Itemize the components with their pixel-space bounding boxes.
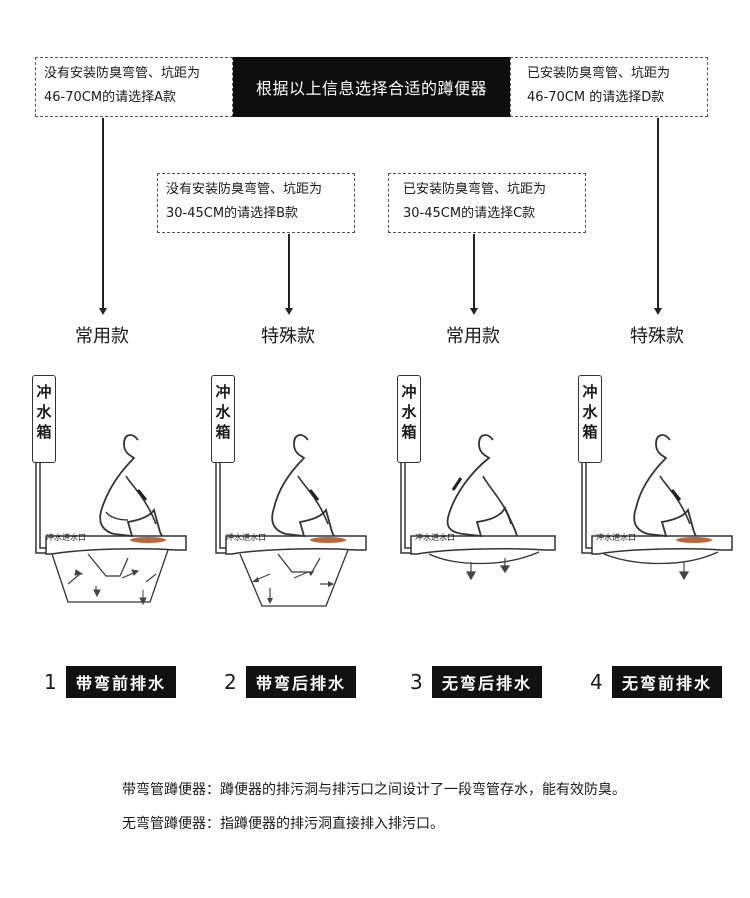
option-b-line1: 没有安装防臭弯管、坑距为 (166, 182, 323, 197)
arrow-d-head (654, 308, 662, 315)
option-d-line2: 46-70CM 的请选择D款 (527, 90, 665, 105)
model-2-number: 2 (224, 670, 237, 694)
note-curved-pipe: 带弯管蹲便器：蹲便器的排污洞与排污口之间设计了一段弯管存水，能有效防臭。 (122, 782, 626, 798)
option-box-a: 没有安装防臭弯管、坑距为 46-70CM的请选择A款 (35, 57, 233, 117)
note-straight-pipe: 无弯管蹲便器：指蹲便器的排污洞直接排入排污口。 (122, 816, 444, 832)
arrow-d-line (657, 118, 659, 308)
model-1-number: 1 (44, 670, 57, 694)
model-3-label: 无弯后排水 (432, 666, 543, 698)
cistern-3: 冲 水 箱 (397, 375, 421, 463)
cistern-4-char3: 箱 (582, 423, 598, 441)
model-2: 2 带弯后排水 (224, 666, 357, 698)
cistern-4-char2: 水 (582, 403, 598, 421)
category-label-2: 特殊款 (261, 326, 315, 347)
option-c-line2: 30-45CM的请选择C款 (403, 206, 536, 221)
toilet-illustration-3 (400, 434, 556, 581)
category-label-1: 常用款 (75, 326, 129, 347)
option-c-line1: 已安装防臭弯管、坑距为 (403, 182, 547, 197)
cistern-1-char3: 箱 (36, 423, 52, 441)
model-4-label: 无弯前排水 (612, 666, 723, 698)
cistern-3-char1: 冲 (401, 383, 417, 401)
arrow-c-line (473, 234, 475, 308)
toilet-diagram-1 (28, 370, 203, 615)
cistern-2-char1: 冲 (215, 383, 231, 401)
option-b-line2: 30-45CM的请选择B款 (166, 206, 298, 221)
model-1-label: 带弯前排水 (66, 666, 177, 698)
cistern-4-char1: 冲 (582, 383, 598, 401)
cistern-2-char2: 水 (215, 403, 231, 421)
option-d-line1: 已安装防臭弯管、坑距为 (527, 66, 671, 81)
arrow-b-line (288, 234, 290, 308)
toilet-illustration-2 (215, 434, 367, 607)
category-label-3: 常用款 (446, 326, 500, 347)
model-3-number: 3 (410, 670, 423, 694)
model-2-label: 带弯后排水 (246, 666, 357, 698)
arrow-a-line (102, 118, 104, 308)
toilet-illustration-1 (35, 434, 187, 606)
cistern-2: 冲 水 箱 (211, 375, 235, 463)
cistern-2-char3: 箱 (215, 423, 231, 441)
toilet-diagram-4 (574, 370, 749, 615)
inlet-label-1: 冲水进水口 (46, 533, 86, 542)
model-1: 1 带弯前排水 (44, 666, 177, 698)
option-box-d: 已安装防臭弯管、坑距为 46-70CM 的请选择D款 (510, 57, 708, 117)
cistern-1: 冲 水 箱 (32, 375, 56, 463)
option-a-line1: 没有安装防臭弯管、坑距为 (44, 66, 201, 81)
model-4-number: 4 (590, 670, 603, 694)
toilet-diagram-2 (208, 370, 383, 615)
page-title: 根据以上信息选择合适的蹲便器 (233, 57, 510, 117)
cistern-1-char1: 冲 (36, 383, 52, 401)
arrow-c-head (470, 308, 478, 315)
arrow-a-head (99, 308, 107, 315)
toilet-diagram-3 (393, 370, 568, 615)
cistern-4: 冲 水 箱 (578, 375, 602, 463)
cistern-1-char2: 水 (36, 403, 52, 421)
option-box-b: 没有安装防臭弯管、坑距为 30-45CM的请选择B款 (157, 173, 355, 233)
model-4: 4 无弯前排水 (590, 666, 723, 698)
category-label-4: 特殊款 (630, 326, 684, 347)
cistern-3-char3: 箱 (401, 423, 417, 441)
inlet-label-3: 冲水进水口 (415, 533, 455, 542)
model-3: 3 无弯后排水 (410, 666, 543, 698)
cistern-3-char2: 水 (401, 403, 417, 421)
option-box-c: 已安装防臭弯管、坑距为 30-45CM的请选择C款 (388, 173, 586, 233)
toilet-illustration-4 (581, 434, 733, 581)
arrow-b-head (285, 308, 293, 315)
inlet-label-4: 冲水进水口 (596, 533, 636, 542)
inlet-label-2: 冲水进水口 (226, 533, 266, 542)
option-a-line2: 46-70CM的请选择A款 (44, 90, 176, 105)
